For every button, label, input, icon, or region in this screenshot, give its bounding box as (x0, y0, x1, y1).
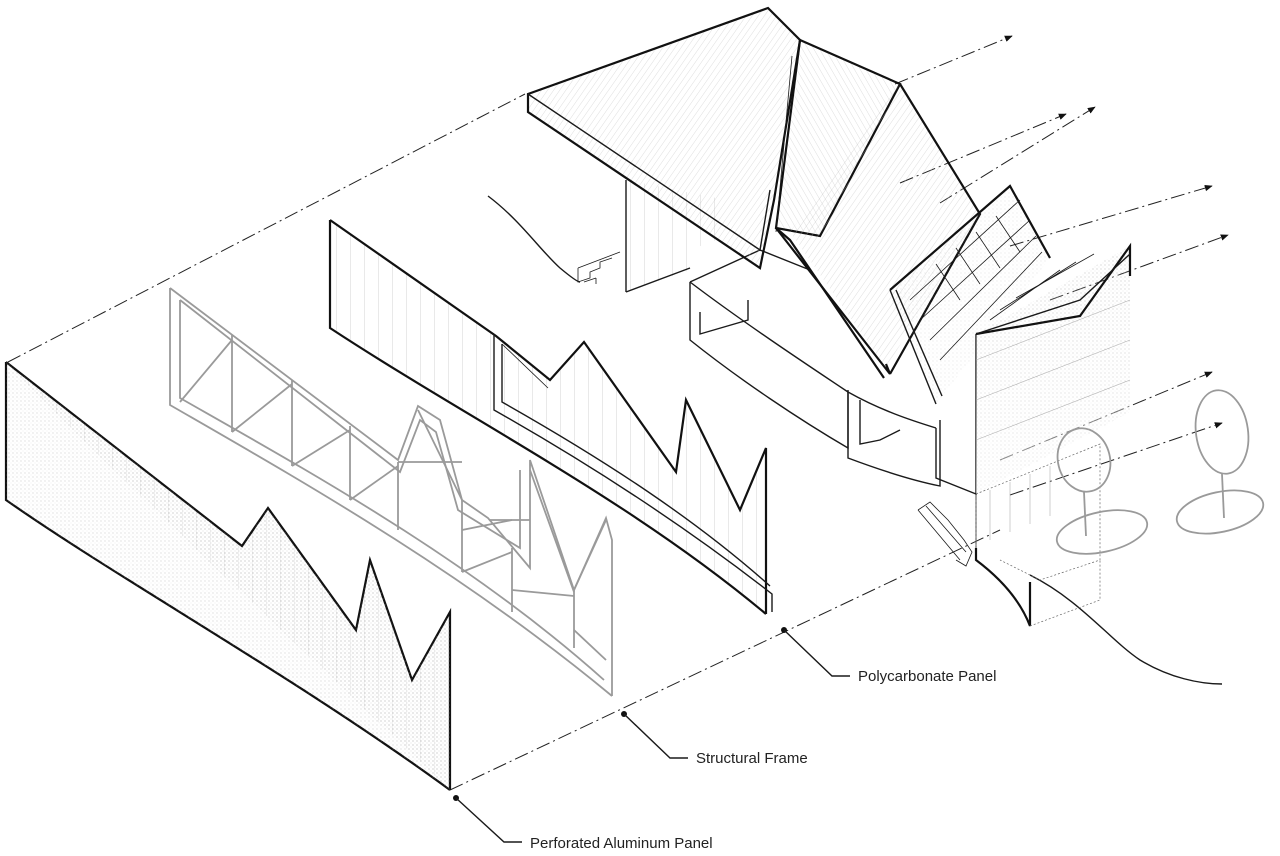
leader-perforated (455, 797, 522, 843)
roof (526, 6, 1132, 627)
terrain (487, 195, 1223, 685)
leader-polycarbonate (783, 629, 850, 677)
label-structural-frame: Structural Frame (696, 750, 808, 767)
leader-lines (453, 627, 850, 843)
label-perforated-aluminum-panel: Perforated Aluminum Panel (530, 835, 713, 852)
polycarbonate-panel (328, 219, 773, 615)
tree-near (1055, 427, 1149, 555)
structural-frame (169, 287, 613, 697)
tree-far (1175, 389, 1265, 535)
trees (1055, 389, 1265, 555)
perforated-aluminum-panel (4, 361, 452, 791)
label-polycarbonate-panel: Polycarbonate Panel (858, 668, 996, 685)
leader-structural (623, 713, 688, 759)
